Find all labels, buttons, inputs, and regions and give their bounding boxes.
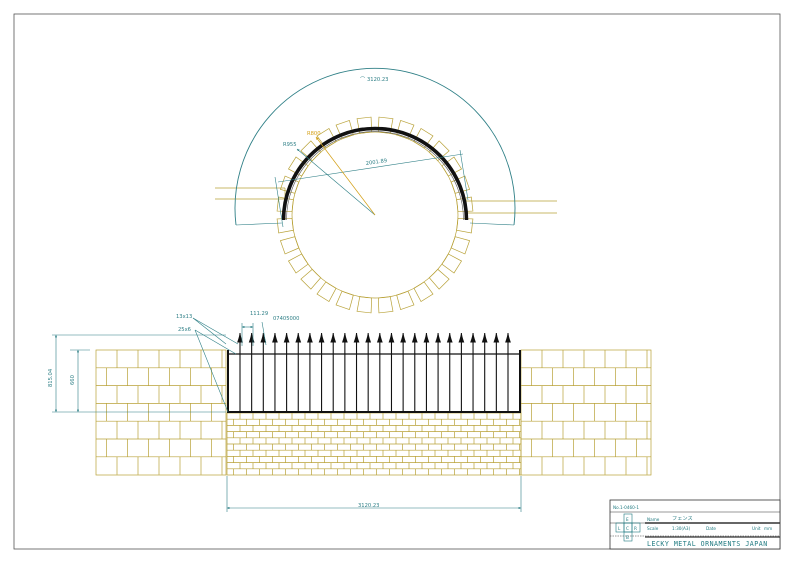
title-unit: mm xyxy=(764,526,772,531)
plan-wall-right xyxy=(465,199,557,220)
stone-block xyxy=(396,290,415,311)
logo-letter-1: E xyxy=(626,517,629,522)
wall-outline xyxy=(520,349,652,476)
elevation-width-dimension xyxy=(226,476,522,512)
plan-fence-arc xyxy=(281,126,469,221)
plan-chord-dimension-text: 2001.89 xyxy=(365,158,387,167)
height-fence-text: 660 xyxy=(70,375,76,385)
plan-arc-ext-right xyxy=(469,222,515,226)
plan-chord-dimension-line xyxy=(277,153,464,183)
logo-letter-2: C xyxy=(626,526,629,531)
title-name-prefix: Name xyxy=(647,517,660,522)
stone-block xyxy=(276,217,294,234)
title-company: LECKY METAL ORNAMENTS JAPAN xyxy=(647,540,768,548)
stone-block xyxy=(335,290,354,311)
plan-chord-ext-left xyxy=(274,176,284,228)
plan-radius-line-inner xyxy=(315,136,376,216)
picket-finial xyxy=(283,332,290,343)
plan-wall-left xyxy=(215,187,286,220)
logo-letter-3: R xyxy=(634,526,637,531)
plan-arc-symbol: ⌒ xyxy=(360,76,366,83)
plan-arc-ext-left xyxy=(235,222,283,226)
picket-finial xyxy=(330,332,337,343)
height-total-text: 815.04 xyxy=(48,368,54,387)
picket-finial xyxy=(411,332,418,343)
plan-fence-arc-inner xyxy=(286,131,464,221)
plan-inner-circle xyxy=(291,131,459,299)
stone-block xyxy=(428,268,450,290)
stone-block xyxy=(441,253,463,274)
title-drawing-no: 1-0460-1 xyxy=(620,505,639,510)
label-part-code: 07405000 xyxy=(273,316,299,322)
plan-chord-ext-right xyxy=(459,149,469,201)
elevation-fence xyxy=(227,332,521,413)
picket-finial xyxy=(423,332,430,343)
title-scale-prefix: Scale xyxy=(647,526,659,531)
picket-finial xyxy=(458,332,465,343)
picket-finial xyxy=(306,332,313,343)
title-date-prefix: Date xyxy=(706,526,716,531)
stone-block xyxy=(456,217,474,234)
stone-block xyxy=(413,281,434,303)
fence-pickets xyxy=(237,332,511,412)
wall-outline xyxy=(95,349,227,476)
elevation-wall-left xyxy=(95,349,227,476)
plan-radius-outer-text: R955 xyxy=(283,142,297,148)
picket-finial xyxy=(481,332,488,343)
label-square-bar: 13x13 xyxy=(176,314,192,320)
logo-letter-4: B xyxy=(626,535,629,540)
width-total-text: 3120.23 xyxy=(358,503,379,509)
picket-finial xyxy=(388,332,395,343)
picket-finial xyxy=(446,332,453,343)
picket-finial xyxy=(400,332,407,343)
picket-finial xyxy=(470,332,476,343)
picket-finial xyxy=(435,332,442,343)
elevation-wall-right xyxy=(520,349,652,476)
plan-arc-dimension-line xyxy=(234,67,516,226)
stone-block xyxy=(316,281,337,303)
picket-finial xyxy=(237,332,243,343)
elevation-vertical-dimensions xyxy=(52,334,226,413)
plan-radius-inner-text: R800 xyxy=(307,131,321,137)
title-drawing-no-prefix: No. xyxy=(613,505,620,510)
picket-finial xyxy=(318,332,325,343)
picket-finial xyxy=(493,332,500,343)
plan-arc-dimension-text: 3120.23 xyxy=(367,77,388,83)
label-flat-bar: 25x6 xyxy=(178,327,191,333)
stone-block xyxy=(287,253,309,274)
label-spacing: 111.29 xyxy=(250,311,268,317)
stone-block xyxy=(450,236,471,255)
plan-radius-line-outer xyxy=(296,148,376,216)
logo-letter-0: L xyxy=(618,526,621,531)
picket-finial xyxy=(365,332,372,343)
sheet-border xyxy=(13,13,781,550)
stone-block xyxy=(377,296,394,314)
picket-finial xyxy=(272,332,278,343)
picket-finial xyxy=(260,332,267,343)
company-logo xyxy=(615,513,641,542)
title-scale: 1:30(A3) xyxy=(672,526,691,531)
picket-finial xyxy=(376,332,383,343)
stone-block xyxy=(300,268,322,290)
stone-block xyxy=(356,296,373,314)
title-name: フェンス xyxy=(672,515,693,522)
picket-finial xyxy=(295,332,302,343)
title-block: No. 1-0460-1 Name フェンス Scale 1:30(A3) Da… xyxy=(609,499,781,550)
picket-finial xyxy=(353,332,360,343)
elevation-leaders xyxy=(192,317,267,413)
elevation-base-wall xyxy=(226,412,522,476)
plan-view: 3120.23 ⌒ 2001.89 R955 R800 xyxy=(215,67,557,314)
title-unit-prefix: Unit xyxy=(752,526,761,531)
elevation-view: 13x13 25x6 111.29 07405000 815.04 660 31… xyxy=(48,311,652,512)
picket-finial xyxy=(505,332,511,343)
picket-finial xyxy=(341,332,348,343)
stone-block xyxy=(279,236,300,255)
